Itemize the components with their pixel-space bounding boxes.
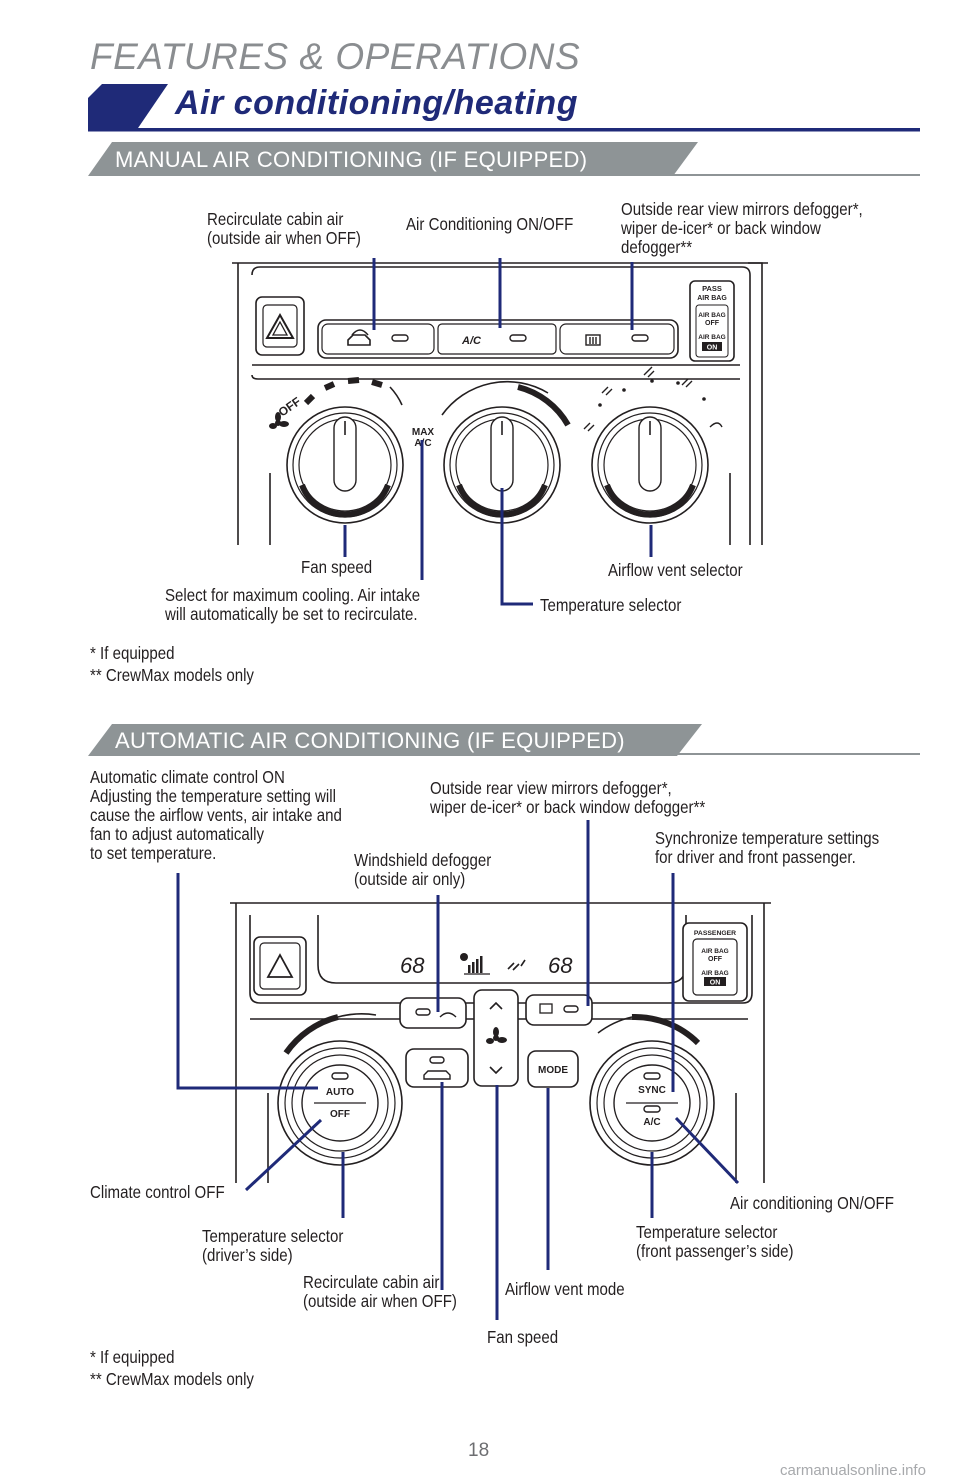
passenger-temperature-knob[interactable]: SYNC A/C [589, 1040, 715, 1166]
rear-defog-button[interactable] [559, 323, 675, 355]
recirculate-icon [347, 329, 371, 346]
svg-text:A/C: A/C [643, 1117, 660, 1128]
svg-text:AUTO: AUTO [326, 1087, 354, 1098]
svg-text:OFF: OFF [708, 956, 723, 963]
svg-text:OFF: OFF [330, 1109, 350, 1120]
windshield-defog-button[interactable] [399, 997, 467, 1029]
label-max-ac: Select for maximum cooling. Air intake w… [165, 585, 421, 624]
label-auto-on: Automatic climate control ON Adjusting t… [90, 767, 342, 863]
airbag-indicator: PASSENGER AIR BAG OFF AIR BAG ON [682, 922, 748, 1002]
label-airflow-selector: Airflow vent selector [608, 560, 743, 580]
manual-section-label: MANUAL AIR CONDITIONING (IF EQUIPPED) [115, 147, 588, 172]
automatic-section-band [88, 724, 920, 756]
svg-text:68: 68 [400, 953, 425, 978]
label-fan-speed: Fan speed [301, 557, 373, 577]
svg-text:MAX: MAX [412, 427, 435, 438]
svg-text:AIR BAG: AIR BAG [697, 295, 727, 302]
recirculate-button[interactable] [321, 323, 435, 355]
svg-text:AIR BAG: AIR BAG [698, 334, 725, 341]
label-fan-speed: Fan speed [487, 1327, 559, 1347]
svg-text:AIR BAG: AIR BAG [698, 312, 725, 319]
label-climate-off: Climate control OFF [90, 1182, 225, 1202]
mode-button[interactable]: MODE [527, 1050, 579, 1088]
svg-text:PASS: PASS [702, 284, 722, 293]
label-temp-driver: Temperature selector (driver’s side) [202, 1226, 344, 1265]
svg-text:ON: ON [707, 345, 718, 352]
label-ac-onoff: Air conditioning ON/OFF [730, 1193, 894, 1213]
svg-text:68: 68 [548, 953, 573, 978]
manual-climate-panel: A/C PASS AIR BAG AIR BAG OFF AIR BAG ON … [232, 262, 768, 545]
ac-button[interactable] [437, 323, 557, 355]
svg-text:AIR BAG: AIR BAG [701, 970, 728, 977]
fan-speed-knob[interactable] [286, 406, 404, 524]
automatic-climate-panel: 68 68 PASSENGER AIR BAG OFF AIR BAG ON [230, 902, 771, 1183]
hazard-button[interactable] [253, 936, 307, 996]
label-recirculate: Recirculate cabin air (outside air when … [207, 209, 361, 248]
rear-defog-icon [585, 334, 601, 346]
label-recirculate: Recirculate cabin air (outside air when … [303, 1272, 457, 1311]
automatic-footnotes: * If equipped ** CrewMax models only [90, 1347, 254, 1389]
page-number: 18 [468, 1440, 490, 1461]
svg-text:MODE: MODE [538, 1065, 568, 1076]
recirculate-button[interactable] [405, 1048, 469, 1088]
page-title: Air conditioning/heating [175, 84, 578, 122]
svg-text:OFF: OFF [705, 320, 720, 327]
airflow-knob[interactable] [591, 406, 709, 524]
label-temperature-selector: Temperature selector [540, 595, 682, 615]
rear-defog-button[interactable] [525, 994, 593, 1026]
label-mirror-defogger: Outside rear view mirrors defogger*, wip… [621, 199, 863, 257]
watermark: carmanualsonline.info [780, 1462, 926, 1479]
title-banner [88, 84, 920, 132]
svg-text:A/C: A/C [461, 335, 482, 347]
svg-text:SYNC: SYNC [638, 1085, 666, 1096]
svg-text:AIR BAG: AIR BAG [701, 948, 728, 955]
label-mirror-defogger: Outside rear view mirrors defogger*, wip… [430, 778, 706, 817]
airbag-indicator: PASS AIR BAG AIR BAG OFF AIR BAG ON [689, 280, 735, 362]
section-title: FEATURES & OPERATIONS [90, 36, 581, 77]
label-airflow-mode: Airflow vent mode [505, 1279, 625, 1299]
svg-text:PASSENGER: PASSENGER [694, 930, 736, 937]
label-sync: Synchronize temperature settings for dri… [655, 828, 880, 867]
manual-section-band [88, 142, 920, 176]
automatic-section-label: AUTOMATIC AIR CONDITIONING (IF EQUIPPED) [115, 728, 625, 753]
svg-text:ON: ON [710, 980, 721, 987]
manual-footnotes: * If equipped ** CrewMax models only [90, 643, 254, 685]
label-temp-passenger: Temperature selector (front passenger’s … [636, 1222, 794, 1261]
fan-icon [269, 412, 289, 429]
label-windshield-defogger: Windshield defogger (outside air only) [354, 850, 492, 889]
climate-display: 68 68 [400, 953, 573, 978]
hazard-button[interactable] [255, 296, 305, 356]
label-ac-onoff: Air Conditioning ON/OFF [406, 214, 574, 234]
